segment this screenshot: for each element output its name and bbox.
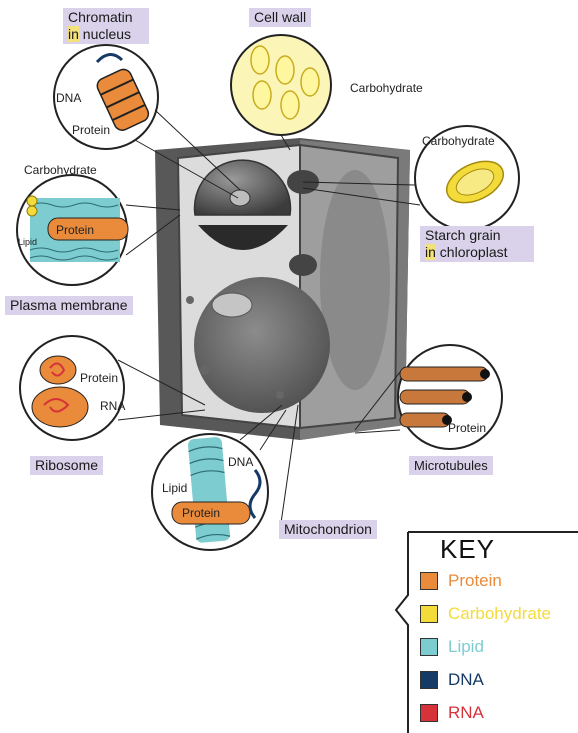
mito-lipid-text: Lipid (162, 481, 187, 495)
key-swatch-lipid (420, 638, 438, 656)
membrane-carbohydrate-text: Carbohydrate (24, 163, 97, 177)
label-starch-rest: chloroplast (436, 244, 508, 260)
label-chromatin: Chromatin in nucleus (63, 8, 149, 44)
chromatin-protein-text: Protein (72, 123, 110, 137)
mito-dna-text: DNA (228, 455, 253, 469)
key-label-dna: DNA (448, 670, 484, 690)
microtubules-protein-text: Protein (448, 421, 486, 435)
key-legend: KEY Protein Carbohydrate Lipid DNA RNA (400, 528, 578, 733)
key-swatch-protein (420, 572, 438, 590)
key-swatch-rna (420, 704, 438, 722)
ribosome-protein-text: Protein (80, 371, 118, 385)
chromatin-inset: DNA Protein (54, 45, 158, 149)
label-chromatin-line2: in nucleus (68, 26, 144, 43)
label-chromatin-in: in (68, 26, 79, 42)
label-plasma-membrane: Plasma membrane (5, 296, 133, 315)
starch-carbohydrate-text: Carbohydrate (422, 134, 495, 148)
key-title: KEY (440, 534, 495, 565)
key-swatch-carbohydrate (420, 605, 438, 623)
ribosome-rna-text: RNA (100, 399, 125, 413)
starch-inset: Carbohydrate (415, 126, 519, 230)
key-item-rna: RNA (420, 702, 484, 724)
key-item-carbohydrate: Carbohydrate (420, 603, 551, 625)
label-starch-line2: in chloroplast (425, 244, 529, 261)
label-starch-in: in (425, 244, 436, 260)
microtubules-inset: Protein (398, 345, 502, 449)
label-chromatin-rest: nucleus (79, 26, 131, 42)
key-label-carbohydrate: Carbohydrate (448, 604, 551, 624)
key-item-dna: DNA (420, 669, 484, 691)
mitochondrion-inset: Protein Lipid DNA (152, 434, 268, 550)
key-label-lipid: Lipid (448, 637, 484, 657)
mito-protein-text: Protein (182, 506, 220, 520)
membrane-protein-text: Protein (56, 223, 94, 237)
key-swatch-dna (420, 671, 438, 689)
cell-wall-carbohydrate-text: Carbohydrate (350, 81, 423, 95)
label-starch-line1: Starch grain (425, 227, 529, 244)
plant-cell (155, 138, 410, 440)
label-mitochondrion: Mitochondrion (279, 520, 377, 539)
cell-wall-inset: Carbohydrate (231, 35, 423, 135)
chromatin-dna-text: DNA (56, 91, 81, 105)
label-cell-wall: Cell wall (249, 8, 311, 27)
label-ribosome: Ribosome (30, 456, 103, 475)
key-item-protein: Protein (420, 570, 502, 592)
key-item-lipid: Lipid (420, 636, 484, 658)
key-label-rna: RNA (448, 703, 484, 723)
ribosome-inset: Protein RNA (20, 336, 125, 440)
key-label-protein: Protein (448, 571, 502, 591)
label-starch-grain: Starch grain in chloroplast (420, 226, 534, 262)
label-microtubules: Microtubules (409, 456, 493, 475)
membrane-lipid-text: Lipid (18, 237, 37, 247)
label-chromatin-line1: Chromatin (68, 9, 144, 26)
plasma-membrane-inset: Protein Carbohydrate Lipid (17, 163, 128, 285)
